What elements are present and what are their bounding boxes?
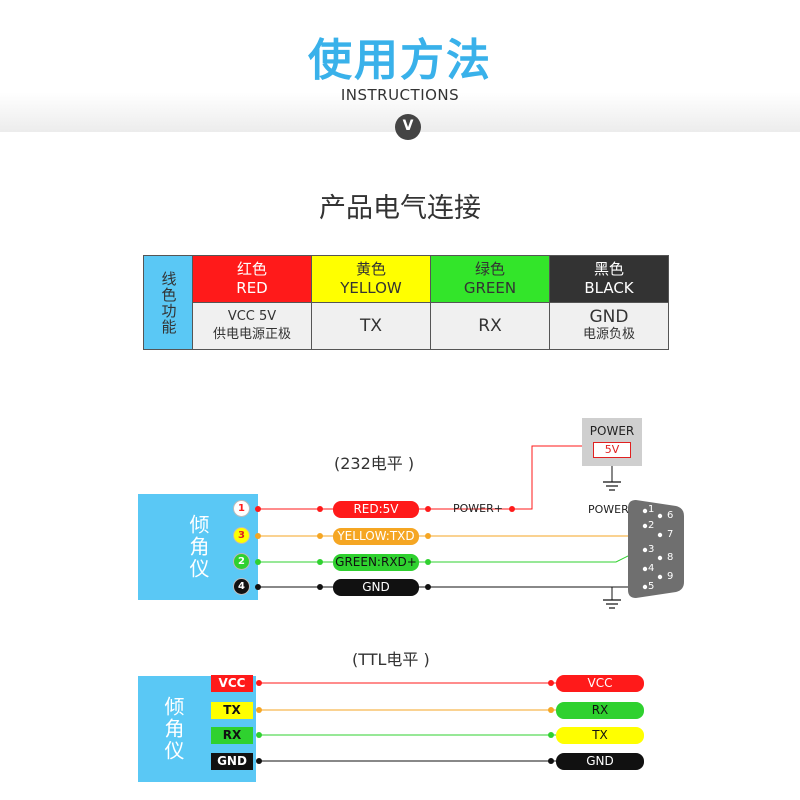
wire-label-green: GREEN:RXD+ <box>333 554 419 571</box>
ttl-left-vcc: VCC <box>211 675 253 692</box>
db9-pin-num: 4 <box>648 563 655 574</box>
device-label: 倾角仪 <box>186 514 210 580</box>
wire-green-line <box>256 549 641 563</box>
color-cell-red: 红色 RED <box>192 255 312 303</box>
color-cn: 黑色 <box>593 260 624 278</box>
db9-pin-num: 7 <box>667 529 674 540</box>
db9-pin-num: 2 <box>648 520 655 531</box>
power-box-title: POWER <box>589 424 635 438</box>
db9-pin-num: 3 <box>648 544 655 555</box>
ttl-right-tx: TX <box>556 727 644 744</box>
db9-pin-num: 6 <box>667 510 674 521</box>
wire-dot <box>255 506 261 512</box>
function-cell-tx: TX <box>311 302 431 350</box>
wire-dot <box>425 506 431 512</box>
wire-dot <box>255 533 261 539</box>
wire-dot <box>548 758 554 764</box>
color-en: BLACK <box>584 279 634 297</box>
function-bottom: 供电电源正极 <box>212 327 291 342</box>
color-cn: 黄色 <box>355 260 386 278</box>
color-en: YELLOW <box>340 279 402 297</box>
ttl-right-gnd: GND <box>556 753 644 770</box>
color-en: RED <box>236 279 268 297</box>
wire-dot <box>425 584 431 590</box>
wire-dot <box>255 584 261 590</box>
wire-dot <box>256 707 262 713</box>
db9-pin-num: 8 <box>667 552 674 563</box>
pin-1: 1 <box>234 501 249 516</box>
wire-dot <box>509 506 515 512</box>
color-cell-yellow: 黄色 YELLOW <box>311 255 431 303</box>
wire-dot <box>256 758 262 764</box>
wire-label-yellow: YELLOW:TXD <box>333 528 419 545</box>
function-top: TX <box>359 316 383 336</box>
device-label: 倾角仪 <box>161 696 185 762</box>
rs232-caption: (232电平 ) <box>334 454 415 473</box>
wire-dot <box>548 680 554 686</box>
function-cell-gnd: GND 电源负极 <box>549 302 669 350</box>
ttl-left-gnd: GND <box>211 753 253 770</box>
wire-dot <box>548 707 554 713</box>
power-feed-line <box>512 445 582 510</box>
wire-dot <box>317 533 323 539</box>
header-band <box>0 0 800 132</box>
wire-label-gnd: GND <box>333 579 419 596</box>
wire-dot <box>255 559 261 565</box>
ttl-left-tx: TX <box>211 702 253 719</box>
db9-pin-num: 5 <box>648 581 655 592</box>
power-box-value: 5V <box>593 442 631 458</box>
function-top: VCC 5V <box>227 309 277 324</box>
wire-dot <box>317 506 323 512</box>
page-title: 使用方法 <box>308 35 492 86</box>
wire-function-table: 线色功能 红色 RED 黄色 YELLOW 绿色 GREEN 黑色 BLACK … <box>143 255 669 350</box>
color-cell-black: 黑色 BLACK <box>549 255 669 303</box>
power-supply-box: POWER 5V <box>582 418 642 466</box>
db9-pin-num: 1 <box>648 504 655 515</box>
function-bottom: 电源负极 <box>582 327 635 342</box>
db9-power-label: POWER <box>588 503 629 516</box>
wire-dot <box>256 680 262 686</box>
ttl-left-rx: RX <box>211 727 253 744</box>
color-cell-green: 绿色 GREEN <box>430 255 550 303</box>
ttl-caption: (TTL电平 ) <box>352 650 430 669</box>
function-cell-rx: RX <box>430 302 550 350</box>
power-plus-label: POWER+ <box>453 502 503 515</box>
wire-dot <box>548 732 554 738</box>
wire-dot <box>317 584 323 590</box>
pin-4: 4 <box>234 579 249 594</box>
ttl-right-rx: RX <box>556 702 644 719</box>
wire-dot <box>317 559 323 565</box>
function-top: GND <box>589 307 629 327</box>
page-subtitle: INSTRUCTIONS <box>340 86 460 104</box>
color-cn: 红色 <box>236 260 267 278</box>
color-en: GREEN <box>463 279 517 297</box>
pin-3: 3 <box>234 528 249 543</box>
wire-dot <box>256 732 262 738</box>
function-cell-vcc: VCC 5V 供电电源正极 <box>192 302 312 350</box>
wire-dot <box>425 533 431 539</box>
db9-pin-num: 9 <box>667 571 674 582</box>
wire-label-red: RED:5V <box>333 501 419 518</box>
chevron-badge-icon: V <box>395 114 421 140</box>
wire-dot <box>425 559 431 565</box>
color-cn: 绿色 <box>474 260 505 278</box>
db9-connector-icon <box>628 500 684 598</box>
section-title: 产品电气连接 <box>319 193 481 224</box>
ttl-right-vcc: VCC <box>556 675 644 692</box>
pin-2: 2 <box>234 554 249 569</box>
function-top: RX <box>478 316 502 336</box>
